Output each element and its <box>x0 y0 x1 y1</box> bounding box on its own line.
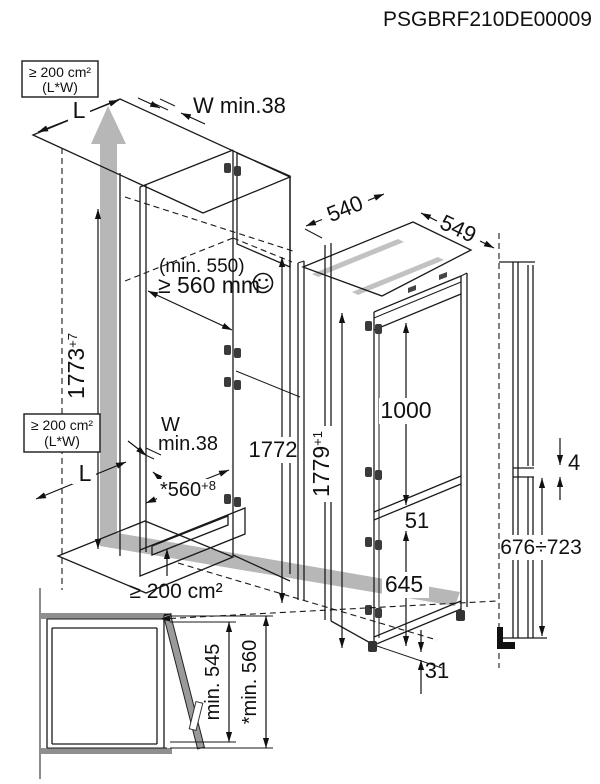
appliance-hinge-icons <box>365 321 382 618</box>
vent-mid-area-formula: (L*W) <box>44 433 80 449</box>
dim-lower-panel-range: 676÷723 <box>500 478 582 636</box>
airflow-up-arrow <box>91 106 126 540</box>
dim-lower-door: 645 <box>382 531 429 646</box>
dim-length-mid: L <box>35 460 127 500</box>
niche-height-label: 1772 <box>249 437 298 462</box>
dim-niche-height: 1772 <box>249 257 298 603</box>
dim-vent-top-box: ≥ 200 cm² (L*W) <box>21 60 99 98</box>
wall-thickness-mid-w: W <box>161 414 180 436</box>
plan-inner-depth-label: min. 545 <box>202 644 224 721</box>
plan-view <box>39 588 273 779</box>
total-height-label: 1779+1 <box>308 431 334 497</box>
panel-gap-label: 4 <box>568 450 580 475</box>
cabinet-hinge-icons <box>224 163 241 507</box>
depth-min-label: ≥ 560 mm <box>158 272 260 298</box>
bottom-clearance-label: 31 <box>425 658 449 683</box>
dim-wall-thickness-mid: W min.38 <box>127 414 218 490</box>
dim-vent-bottom: ≥ 200 cm² <box>129 549 223 603</box>
dim-door-gap: 51 <box>405 508 429 533</box>
vent-top-area-label: ≥ 200 cm² <box>29 64 91 80</box>
lower-door-label: 645 <box>385 571 423 597</box>
door-handle <box>188 700 204 732</box>
dim-wall-thickness-top: W min.38 <box>137 93 286 125</box>
plinth-section <box>497 627 515 649</box>
wall-thickness-top-label: W min.38 <box>193 93 286 118</box>
dim-bottom-clearance: 31 <box>417 630 449 694</box>
lower-panel-range-label: 676÷723 <box>500 536 582 559</box>
model-number: PSGBRF210DE00009 <box>383 8 592 31</box>
open-door <box>162 613 206 750</box>
wall-thickness-mid-value: min.38 <box>158 433 218 455</box>
plan-bottom-panel <box>40 748 172 754</box>
length-label-top: L <box>73 97 86 123</box>
depth-note-label: (min. 550) <box>159 256 245 277</box>
appliance-top-face <box>303 222 471 296</box>
dim-niche-depth: (min. 550) ≥ 560 mm <box>147 256 274 331</box>
door-gap-label: 51 <box>405 508 429 533</box>
side-panel-view <box>497 233 547 668</box>
vent-top-area-formula: (L*W) <box>42 79 78 95</box>
appliance-top-rails <box>312 239 444 295</box>
plan-outer-depth-label: *min. 560 <box>239 640 261 725</box>
upper-door-label: 1000 <box>380 397 431 423</box>
dim-panel-gap: 4 <box>556 438 580 500</box>
projection-leaders <box>159 562 498 641</box>
plan-top-panel <box>40 613 172 619</box>
vent-bottom-label: ≥ 200 cm² <box>129 580 222 603</box>
top-depth-label: 540 <box>323 190 366 227</box>
niche-width-label: *560+8 <box>160 478 216 501</box>
dim-upper-door: 1000 <box>379 323 433 505</box>
dim-plan-inner-depth: min. 545 <box>202 622 233 742</box>
dim-length-top: L <box>37 97 120 133</box>
cabinet-height-label: 1773+7 <box>63 333 89 399</box>
dim-total-height: 1779+1 <box>308 313 346 648</box>
vent-mid-area-label: ≥ 200 cm² <box>31 417 93 433</box>
smiley-face-icon <box>252 272 274 294</box>
dim-plan-outer-depth: *min. 560 <box>239 616 270 748</box>
dim-cabinet-height: 1773+7 <box>63 209 102 549</box>
dim-top-depth: 540 <box>304 190 385 239</box>
dim-vent-mid-box: ≥ 200 cm² (L*W) <box>23 413 101 453</box>
length-label-mid: L <box>79 460 92 486</box>
dim-niche-width: *560+8 <box>145 469 230 504</box>
